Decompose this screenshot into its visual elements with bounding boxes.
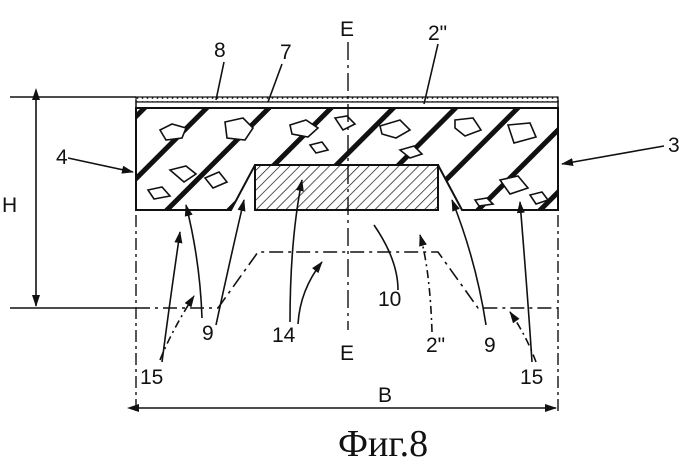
label-4: 4 [56,146,68,169]
label-e-bottom: E [340,342,354,365]
label-h: H [2,194,17,217]
label-3: 3 [668,134,680,157]
label-10: 10 [378,288,401,311]
label-7: 7 [280,41,292,64]
label-15-right: 15 [520,366,543,389]
label-9-right: 9 [484,334,496,357]
dimension-h [10,97,136,308]
label-2-top: 2" [428,22,447,45]
label-b: B [378,384,392,407]
label-9-left: 9 [202,322,214,345]
reference-labels: 8 7 E 2" 3 4 H 10 9 14 E 2" 9 15 15 B [2,18,680,407]
label-15-left: 15 [140,366,163,389]
label-14: 14 [272,324,296,347]
label-e-top: E [340,18,354,41]
label-2-bottom: 2" [426,334,445,357]
label-8: 8 [214,39,226,62]
figure-caption: Фиг.8 [338,423,428,465]
insert-element [255,165,438,210]
cover-layers [136,97,558,108]
